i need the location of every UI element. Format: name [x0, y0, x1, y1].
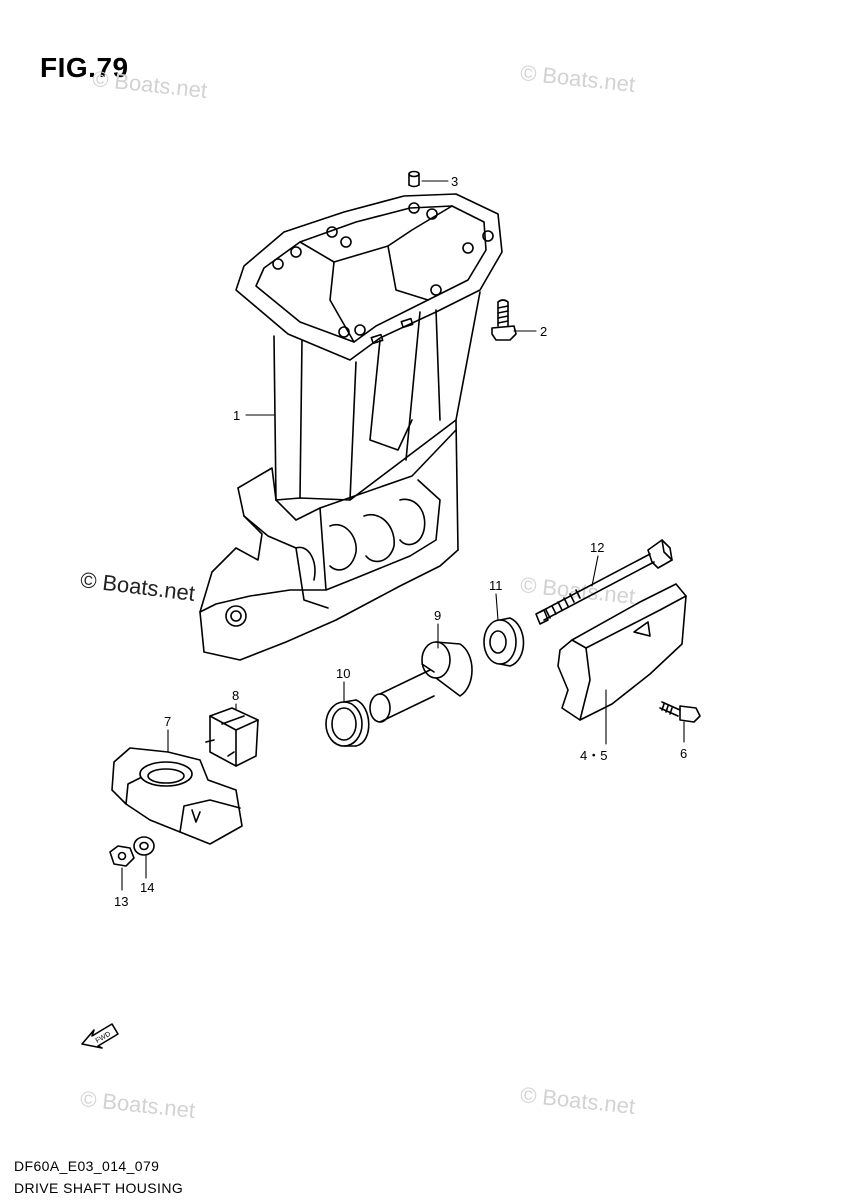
drive-shaft-housing-part [199, 193, 503, 661]
callout-11: 11 [489, 578, 503, 593]
cover-part [557, 583, 687, 721]
callout-6: 6 [680, 746, 687, 761]
callout-4-5: 4・5 [580, 748, 607, 763]
callout-2: 2 [540, 324, 547, 339]
callout-7: 7 [164, 714, 171, 729]
callout-13: 13 [114, 894, 128, 909]
diagram-caption: DRIVE SHAFT HOUSING [14, 1180, 184, 1196]
callout-9: 9 [434, 608, 441, 623]
bushing-part [483, 617, 525, 667]
leader-lines [121, 180, 685, 891]
bracket-part [111, 747, 243, 845]
callout-14: 14 [140, 880, 154, 895]
long-bolt-part [535, 539, 673, 625]
callout-12: 12 [590, 540, 604, 555]
figure-title: FIG.79 [40, 52, 129, 83]
dowel-pin-part [408, 170, 420, 188]
bolt-part [491, 299, 517, 341]
callout-8: 8 [232, 688, 239, 703]
rubber-mount-part [205, 707, 259, 767]
nut-part [109, 845, 135, 867]
washer-part [133, 836, 155, 856]
small-bolt-part [659, 701, 701, 723]
diagram-code: DF60A_E03_014_079 [14, 1158, 160, 1174]
seal-part [325, 699, 370, 747]
callout-3: 3 [451, 174, 458, 189]
callout-10: 10 [336, 666, 350, 681]
callout-1: 1 [233, 408, 240, 423]
sleeve-part [369, 641, 473, 723]
fwd-arrow-icon: FWD [81, 1023, 119, 1049]
